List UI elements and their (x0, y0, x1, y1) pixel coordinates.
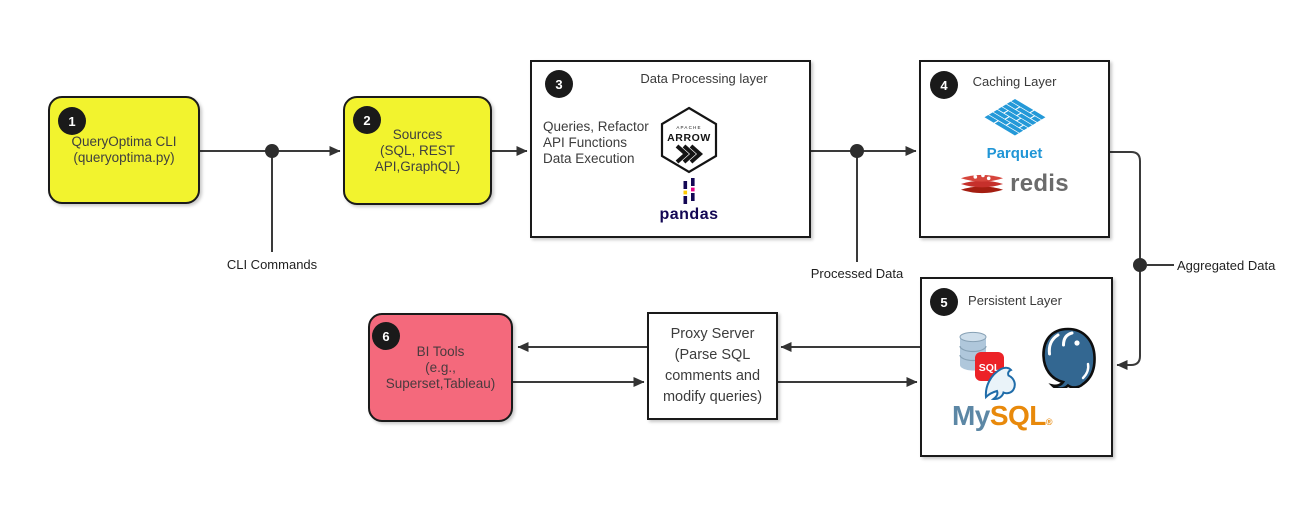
apache-text: APACHE (676, 125, 701, 130)
node-label: QueryOptima CLI (queryoptima.py) (71, 134, 177, 165)
mysql-registered-mark: ® (1045, 417, 1053, 427)
node-persistent-layer[interactable]: 5 Persistent Layer SQL MySQL® (920, 277, 1113, 457)
mysql-dolphin-icon (984, 366, 1016, 401)
node-title: Caching Layer (972, 74, 1057, 89)
sql-badge-text: SQL (979, 362, 1001, 374)
edge-caching-to-persistent (1110, 151, 1141, 370)
edge-label-cli-commands: CLI Commands (226, 257, 318, 272)
node-label: BI Tools (e.g., Superset,Tableau) (385, 343, 496, 391)
redis-logo: redis (960, 169, 1069, 199)
arrow-text: ARROW (667, 132, 711, 144)
pandas-icon (683, 178, 695, 204)
node-data-processing-layer[interactable]: 3 Data Processing layer Queries, Refacto… (530, 60, 811, 238)
node-queryoptima-cli[interactable]: 1 QueryOptima CLI (queryoptima.py) (48, 96, 200, 204)
junction-dot (265, 144, 279, 158)
processing-functions-list: Queries, Refactor API Functions Data Exe… (543, 119, 649, 166)
pandas-text: pandas (659, 206, 719, 223)
step-badge-5: 5 (930, 288, 958, 316)
node-bi-tools[interactable]: 6 BI Tools (e.g., Superset,Tableau) (368, 313, 513, 422)
mysql-logo: MySQL® (922, 365, 1082, 432)
mysql-text: MySQL® (951, 400, 1053, 432)
step-badge-6: 6 (372, 322, 400, 350)
parquet-text: Parquet (986, 145, 1043, 162)
postgresql-icon (1042, 327, 1096, 388)
node-label: Sources (SQL, REST API,GraphQL) (374, 126, 461, 174)
node-title: Data Processing layer (640, 71, 768, 86)
node-label: Proxy Server (Parse SQL comments and mod… (662, 326, 763, 405)
step-badge-1: 1 (58, 107, 86, 135)
mysql-sql-text: SQL (989, 400, 1047, 431)
pandas-logo: pandas (644, 178, 734, 224)
node-title: Persistent Layer (968, 293, 1062, 308)
node-caching-layer[interactable]: 4 Caching Layer Parquet (919, 60, 1110, 238)
edge-label-aggregated-data: Aggregated Data (1177, 258, 1276, 273)
mysql-my-text: My (951, 400, 990, 431)
junction-dot (850, 144, 864, 158)
edge-label-processed-data: Processed Data (810, 266, 904, 281)
node-sources[interactable]: 2 Sources (SQL, REST API,GraphQL) (343, 96, 492, 205)
node-proxy-server[interactable]: Proxy Server (Parse SQL comments and mod… (647, 312, 778, 420)
step-badge-4: 4 (930, 71, 958, 99)
redis-text: redis (1010, 170, 1069, 197)
parquet-icon (984, 99, 1045, 136)
step-badge-3: 3 (545, 70, 573, 98)
redis-icon (961, 173, 1004, 194)
junction-dot (1133, 258, 1147, 272)
step-badge-2: 2 (353, 106, 381, 134)
apache-arrow-icon: APACHE ARROW (660, 106, 718, 174)
